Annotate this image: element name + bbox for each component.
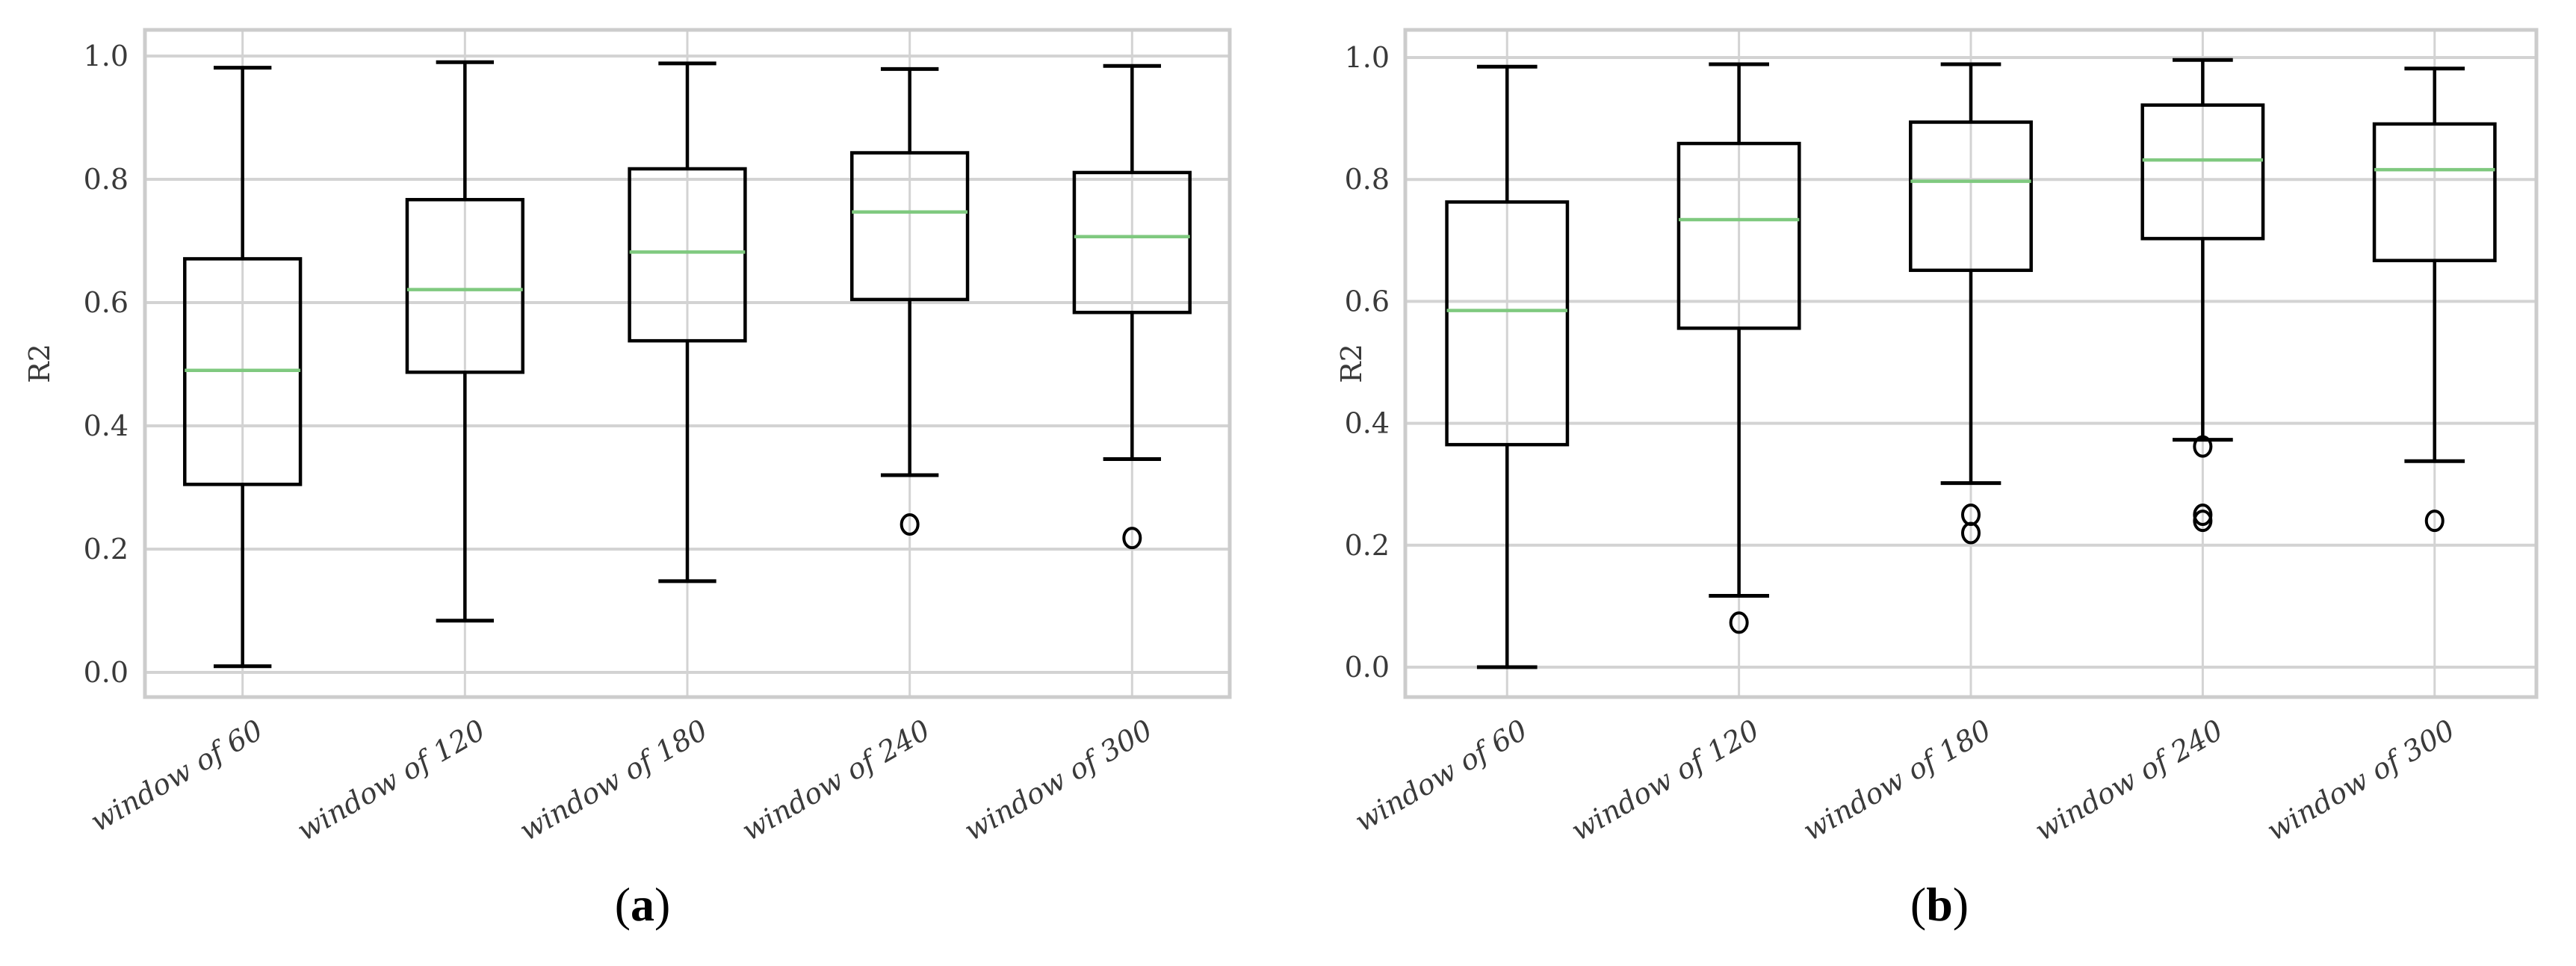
box-window-of-180 [1909, 62, 2033, 545]
box-window-of-300 [2372, 66, 2497, 533]
y-tick-label: 0.2 [1345, 529, 1390, 562]
iqr-box [405, 197, 524, 374]
iqr-box [1445, 200, 1570, 447]
outlier-marker [2424, 510, 2445, 533]
caption-a: (a) [615, 878, 671, 931]
y-tick-label: 0.0 [1345, 651, 1390, 684]
x-tick-label: window of 180 [1798, 713, 1997, 847]
outlier-marker [900, 513, 920, 536]
x-tick-label: window of 60 [1349, 713, 1533, 838]
caption-b: (b) [1910, 878, 1969, 931]
outlier-marker [2193, 510, 2213, 533]
iqr-box [1676, 141, 1801, 330]
x-tick-label: window of 240 [2029, 713, 2229, 847]
x-tick-label: window of 120 [291, 713, 491, 847]
x-tick-label: window of 60 [84, 713, 268, 838]
axes-frame [1403, 28, 2539, 699]
box-window-of-120 [405, 60, 524, 623]
y-tick-label: 0.6 [84, 286, 129, 319]
box-window-of-300 [1072, 64, 1192, 550]
y-tick-label: 0.0 [84, 656, 129, 689]
box-window-of-120 [1676, 62, 1801, 634]
x-tick-label: window of 240 [736, 713, 935, 847]
y-tick-label: 0.2 [84, 533, 129, 566]
outlier-marker [2193, 435, 2213, 458]
axes-frame [143, 28, 1232, 699]
x-tick-label: window of 180 [514, 713, 713, 847]
x-tick-label: window of 120 [1565, 713, 1765, 847]
x-tick-label: window of 300 [2261, 713, 2461, 847]
outlier-marker [1122, 527, 1142, 550]
outlier-marker [2193, 504, 2213, 526]
outlier-marker [1961, 521, 1981, 545]
y-tick-label: 0.4 [84, 409, 129, 442]
boxplot-panel-b: 0.0 0.2 0.4 0.6 0.8 1.0R2 window of 60 window o… [1335, 28, 2539, 847]
x-tick-label: window of 300 [959, 713, 1158, 847]
iqr-box [1072, 170, 1192, 315]
y-axis-label: R2 [1335, 344, 1368, 383]
box-window-of-60 [1445, 64, 1570, 669]
y-axis-label: R2 [23, 344, 56, 383]
y-tick-label: 0.4 [1345, 407, 1390, 440]
y-tick-label: 0.6 [1345, 285, 1390, 318]
outlier-marker [1729, 611, 1749, 634]
y-tick-label: 0.8 [1345, 163, 1390, 196]
box-window-of-60 [183, 66, 303, 669]
y-tick-label: 0.8 [84, 163, 129, 196]
box-window-of-180 [628, 61, 747, 583]
iqr-box [1909, 120, 2033, 273]
y-tick-label: 1.0 [84, 40, 129, 72]
iqr-box [850, 151, 970, 302]
y-tick-label: 1.0 [1345, 41, 1390, 74]
iqr-box [628, 167, 747, 343]
iqr-box [2372, 122, 2497, 262]
box-window-of-240 [2140, 58, 2265, 533]
box-window-of-240 [850, 66, 970, 536]
iqr-box [2140, 103, 2265, 241]
